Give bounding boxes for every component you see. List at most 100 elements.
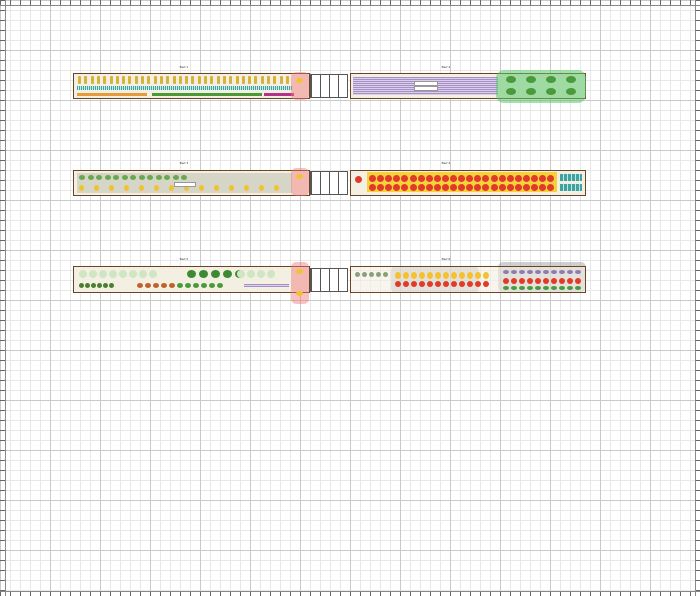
squash-icon (296, 269, 303, 274)
corn-icon (248, 76, 252, 84)
squash-icon (435, 272, 441, 279)
pepper-icon (259, 185, 264, 191)
tomato-icon (427, 281, 433, 287)
tomato-icon (355, 176, 362, 183)
tomato-icon (450, 184, 457, 191)
leafy-green-icon (551, 286, 557, 290)
mixed-vegetable-area (77, 269, 292, 291)
leafy-green-icon (566, 76, 576, 83)
tomato-icon (443, 281, 449, 287)
tomato-icon (458, 184, 466, 191)
leafy-green-icon (519, 270, 525, 274)
corn-icon (153, 76, 157, 84)
top-ruler (0, 0, 700, 6)
tomato-icon (503, 278, 509, 284)
garden-bed[interactable] (73, 73, 310, 99)
tomato-icon (575, 278, 581, 284)
tomato-icon (459, 281, 465, 287)
tomato-icon (527, 278, 533, 284)
bed-title: Bed 3 (179, 161, 189, 165)
leafy-green-icon (506, 76, 516, 83)
leafy-green-icon (566, 88, 576, 95)
leafy-green-icon (97, 283, 102, 288)
corn-icon (134, 76, 138, 84)
garden-bed[interactable] (350, 170, 586, 196)
corn-icon (279, 76, 283, 84)
garden-bed[interactable] (73, 170, 310, 196)
leafy-green-icon (164, 175, 170, 180)
leafy-green-icon (503, 286, 509, 290)
tomato-icon (511, 278, 517, 284)
beet-row (264, 93, 294, 96)
tomato-icon (559, 278, 565, 284)
lettuce-icon (99, 270, 107, 278)
tomato-icon (441, 184, 449, 191)
squash-icon (443, 272, 449, 279)
carrot-row (77, 93, 147, 96)
leafy-green-icon (104, 175, 111, 180)
leafy-green-icon (91, 283, 96, 288)
tomato-icon (535, 278, 541, 284)
leafy-green-icon (103, 283, 108, 288)
garden-bed[interactable] (350, 266, 586, 293)
lavender-row (244, 284, 289, 287)
corn-icon (141, 76, 144, 84)
corn-icon (185, 76, 189, 84)
leafy-green-icon (559, 286, 565, 290)
corn-row (77, 76, 292, 84)
leafy-green-icon (551, 270, 557, 274)
right-ruler (695, 0, 700, 596)
squash-icon (427, 272, 433, 279)
selection-highlight (291, 262, 309, 304)
bed-title: Bed 4 (441, 161, 451, 165)
tomato-icon (419, 281, 425, 287)
squash-icon (475, 272, 481, 279)
leafy-green-icon (172, 175, 179, 180)
tomato-icon (551, 278, 557, 284)
tomato-icon (547, 184, 555, 191)
tomato-icon (369, 175, 376, 182)
onion-row (152, 93, 262, 96)
left-ruler (0, 0, 6, 596)
tomato-icon (482, 184, 490, 191)
plant-tag (414, 81, 438, 86)
leafy-green-icon (177, 283, 183, 288)
leafy-green-icon (526, 88, 536, 95)
leafy-green-icon (546, 88, 556, 95)
garden-bed[interactable] (73, 266, 310, 293)
corn-icon (235, 76, 239, 84)
corn-icon (84, 76, 88, 84)
leafy-green-icon (567, 270, 573, 274)
tomato-icon (539, 175, 547, 182)
tomato-icon (506, 184, 514, 191)
corn-icon (147, 76, 151, 84)
leafy-green-icon (526, 76, 536, 83)
mixed-vegetable-area (353, 269, 585, 291)
leafy-green-icon (155, 175, 162, 180)
leafy-green-icon (575, 270, 581, 274)
pepper-icon (244, 185, 249, 191)
tomato-icon (417, 175, 425, 182)
corn-icon (178, 76, 182, 84)
selection-highlight (496, 70, 586, 103)
herb-block (560, 174, 582, 181)
tomato-icon (451, 281, 457, 287)
herb-block (560, 184, 582, 191)
corn-icon (96, 76, 100, 84)
mixed-vegetable-area (77, 173, 292, 193)
squash-icon (296, 174, 303, 179)
pepper-icon (229, 185, 234, 191)
lettuce-icon (247, 270, 255, 278)
leafy-green-icon (543, 286, 549, 290)
pepper-icon (153, 283, 159, 288)
lettuce-icon (267, 270, 275, 278)
leafy-green-icon (223, 270, 232, 278)
tomato-group (369, 173, 555, 193)
tomato-icon (385, 175, 393, 182)
squash-icon (467, 272, 473, 279)
tomato-icon (519, 278, 525, 284)
corn-icon (109, 76, 113, 84)
tomato-icon (377, 175, 385, 182)
lettuce-icon (129, 270, 137, 278)
